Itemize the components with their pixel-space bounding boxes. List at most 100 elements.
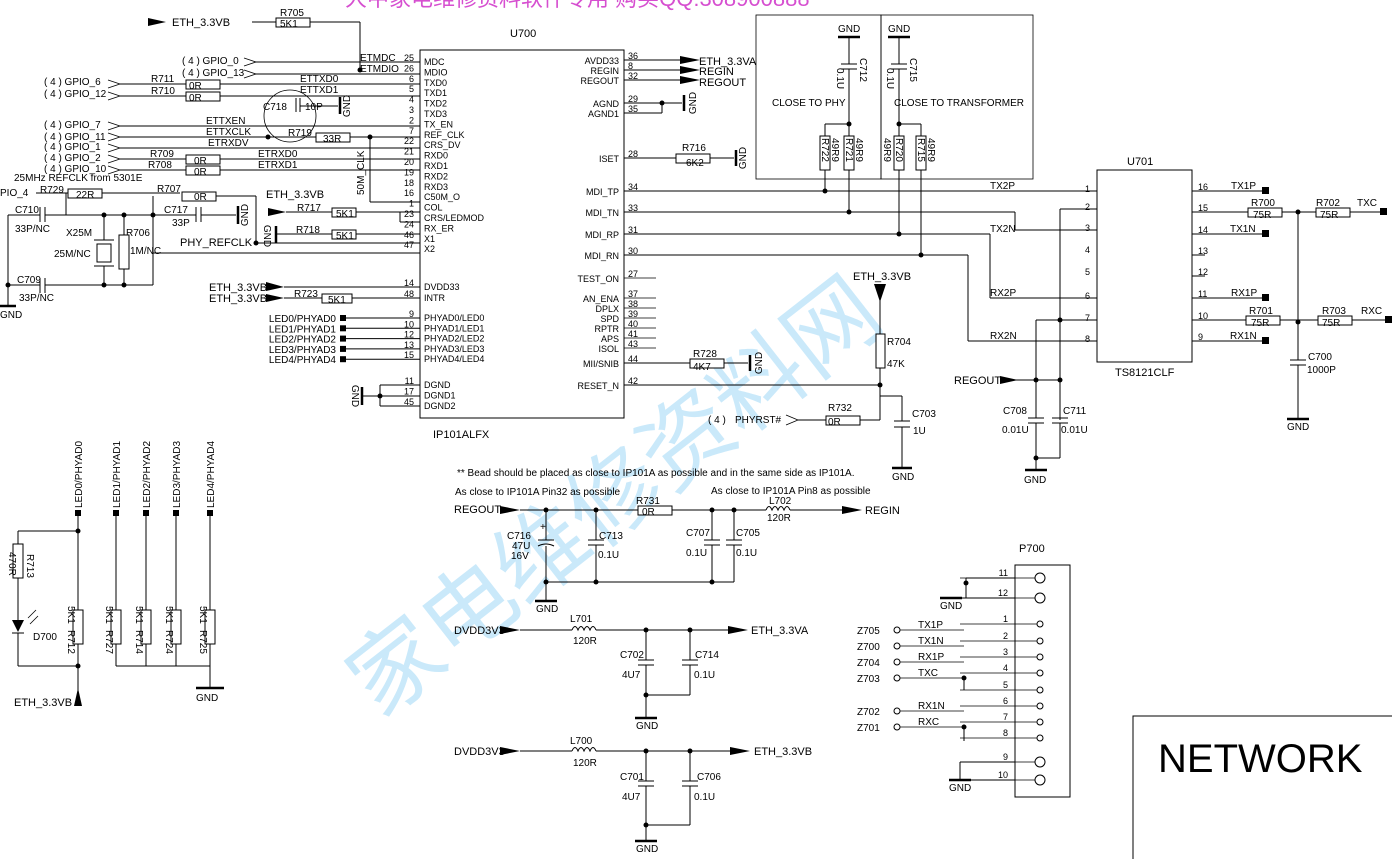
u700-pin-num: 40 — [628, 319, 638, 329]
u700-pin-name: AN_ENA — [583, 294, 619, 304]
led-net-label: LED2/PHYAD2 — [269, 335, 337, 346]
u700-pin-num: 5 — [409, 84, 414, 94]
svg-text:GND: GND — [888, 24, 910, 35]
led-column-label: LED0/PHYAD0 — [74, 440, 85, 508]
u700-pin-num: 24 — [404, 219, 414, 229]
u700-pin-name: PHYAD2/LED2 — [424, 334, 484, 344]
u700-pin-num: 12 — [404, 330, 414, 340]
u700-pin-num: 33 — [628, 203, 638, 213]
u700-pin-name: PHYAD3/LED3 — [424, 344, 484, 354]
led-net-label: LED3/PHYAD3 — [269, 345, 337, 356]
svg-text:33P: 33P — [172, 218, 190, 229]
svg-text:GND: GND — [196, 693, 218, 704]
svg-text:R721: R721 — [843, 138, 854, 162]
svg-text:R716: R716 — [682, 143, 706, 154]
svg-text:C701: C701 — [620, 772, 644, 783]
u700-pin-num: 39 — [628, 309, 638, 319]
svg-text:C709: C709 — [17, 275, 41, 286]
svg-text:R700: R700 — [1251, 198, 1275, 209]
p700-pin-num: 8 — [1003, 728, 1008, 738]
u700-pin-num: 26 — [404, 63, 414, 73]
watermark-top: 大中家电维修资料软件专用 购买QQ:308900888 — [345, 0, 810, 11]
left-gpio-section: ETH_3.3VB R705 5K1 ETMDC ETMDIO ( 4 ) GP… — [0, 8, 420, 407]
led-resistor-value: 5K1 — [197, 606, 208, 624]
u700-pin-name: RPTR — [595, 324, 620, 334]
svg-text:GND: GND — [1287, 422, 1309, 433]
led-net-label: LED1/PHYAD1 — [269, 324, 337, 335]
svg-text:49R9: 49R9 — [925, 138, 936, 162]
svg-text:RX2N: RX2N — [990, 331, 1017, 342]
p700-pin-num: 7 — [1003, 712, 1008, 722]
u700-pin-num: 23 — [404, 209, 414, 219]
p700-pin-contact — [1034, 774, 1046, 786]
svg-text:PIO_4: PIO_4 — [0, 188, 29, 199]
u700-pin-name: RXD0 — [424, 151, 448, 161]
led-resistor-value: 5K1 — [133, 606, 144, 624]
svg-text:GND: GND — [738, 147, 749, 169]
u701-pin-left: 8 — [1085, 334, 1090, 344]
u700-pin-num: 45 — [404, 397, 414, 407]
svg-text:120R: 120R — [767, 513, 791, 524]
svg-text:TX2N: TX2N — [990, 224, 1016, 235]
svg-text:REGIN: REGIN — [865, 505, 900, 517]
svg-text:75R: 75R — [1322, 318, 1340, 329]
u701-pin-left: 4 — [1085, 245, 1090, 255]
led-column-port — [173, 510, 179, 516]
led-column-port — [207, 510, 213, 516]
svg-text:C717: C717 — [164, 205, 188, 216]
svg-text:33R: 33R — [323, 134, 341, 145]
svg-text:R720: R720 — [893, 138, 904, 162]
svg-text:GND: GND — [0, 310, 22, 321]
svg-text:GND: GND — [261, 225, 272, 247]
u700-pin-num: 16 — [404, 188, 414, 198]
svg-text:ETTXEN: ETTXEN — [206, 116, 245, 127]
u700-pin-num: 32 — [628, 71, 638, 81]
led-column-label: LED1/PHYAD1 — [112, 440, 123, 508]
svg-text:REGOUT: REGOUT — [454, 504, 501, 516]
u700-pin-num: 18 — [404, 178, 414, 188]
svg-text:GND: GND — [754, 352, 765, 374]
svg-text:R731: R731 — [636, 496, 660, 507]
svg-text:470R: 470R — [6, 552, 17, 576]
svg-text:0R: 0R — [194, 156, 207, 167]
u700-pin-num: 1 — [409, 199, 414, 209]
svg-text:0R: 0R — [194, 167, 207, 178]
u701-pin-right: 14 — [1198, 225, 1208, 235]
svg-text:GND: GND — [1024, 475, 1046, 486]
svg-text:0R: 0R — [194, 192, 207, 203]
svg-text:75R: 75R — [1253, 210, 1271, 221]
u700-pin-name: PHYAD4/LED4 — [424, 354, 484, 364]
led-resistor-ref: R724 — [163, 630, 174, 654]
led-net-port — [340, 345, 346, 352]
svg-text:0.1U: 0.1U — [884, 68, 895, 89]
svg-text:33P/NC: 33P/NC — [15, 224, 50, 235]
svg-text:R710: R710 — [151, 86, 175, 97]
u700-pin-name: CRS_DV — [424, 140, 461, 150]
u700-pin-name: TXD0 — [424, 78, 447, 88]
p700-pin-num: 11 — [999, 568, 1008, 578]
u700-pin-name: PHYAD0/LED0 — [424, 313, 484, 323]
p700-pin-num: 2 — [1003, 631, 1008, 641]
svg-text:** Bead should be placed as cl: ** Bead should be placed as close to IP1… — [457, 468, 855, 479]
u701-pin-right: 13 — [1198, 246, 1208, 256]
svg-text:10P: 10P — [305, 102, 323, 113]
u700-pin-name: ISET — [599, 154, 620, 164]
u700-pin-num: 37 — [628, 289, 638, 299]
svg-text:ETH_3.3VB: ETH_3.3VB — [853, 271, 911, 283]
svg-text:DVDD3V3: DVDD3V3 — [454, 625, 505, 637]
svg-text:C708: C708 — [1003, 406, 1027, 417]
svg-text:GND: GND — [838, 24, 860, 35]
svg-text:( 4 ) GPIO_11: ( 4 ) GPIO_11 — [44, 132, 106, 143]
u700-pin-name: AVDD33 — [585, 56, 619, 66]
u700-pin-name: DVDD33 — [424, 282, 460, 292]
svg-text:PHY_REFCLK: PHY_REFCLK — [180, 237, 253, 249]
p700-pin-num: 12 — [998, 588, 1008, 598]
led-resistor-value: 5K1 — [65, 606, 76, 624]
svg-text:ETMDIO: ETMDIO — [360, 64, 399, 75]
u700-pin-num: 8 — [628, 61, 633, 71]
led-column-port — [113, 510, 119, 516]
led-column-port — [143, 510, 149, 516]
termination-phy: CLOSE TO PHY CLOSE TO TRANSFORMER GND 0.… — [755, 14, 1034, 258]
led-resistor-value: 5K1 — [163, 606, 174, 624]
